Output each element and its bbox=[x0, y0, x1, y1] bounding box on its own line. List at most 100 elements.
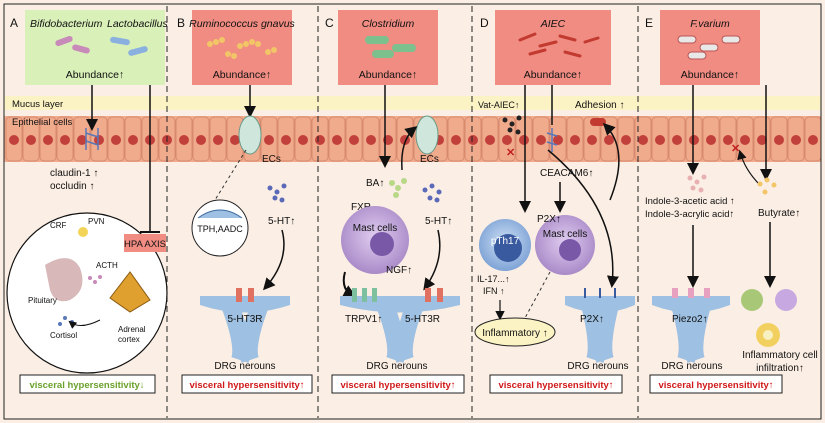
cell-nucleus bbox=[349, 135, 359, 145]
break-icon: ✕ bbox=[506, 147, 515, 159]
outcome-label: visceral hypersensitivity↑ bbox=[189, 380, 304, 391]
trpv1-icon bbox=[352, 288, 377, 302]
inflammatory-bubble bbox=[474, 317, 556, 347]
drg-label: DRG nerouns bbox=[366, 361, 427, 372]
outcome-label: visceral hypersensitivity↑ bbox=[658, 380, 773, 391]
cell-nucleus bbox=[9, 135, 19, 145]
outcome-label: visceral hypersensitivity↑ bbox=[498, 380, 613, 391]
bacteria-name: AIEC bbox=[540, 18, 566, 30]
hpa-axis-box bbox=[124, 234, 166, 252]
pvn-label: PVN bbox=[88, 217, 105, 226]
ngf-label: NGF↑ bbox=[386, 265, 412, 276]
receptor-icon bbox=[425, 288, 443, 302]
cell-nucleus bbox=[298, 135, 308, 145]
mucus-label: Mucus layer bbox=[12, 99, 63, 110]
panel-letter: A bbox=[10, 16, 18, 30]
cell-nucleus bbox=[604, 135, 614, 145]
cell-nucleus bbox=[706, 135, 716, 145]
bacteria-name: F.varium bbox=[690, 18, 730, 30]
cortisol-label: Cortisol bbox=[50, 331, 77, 340]
pth17-label: pTh17 bbox=[491, 236, 520, 247]
receptor-label: 5-HT3R bbox=[227, 314, 262, 325]
ifn-label: IFN ↑ bbox=[483, 286, 505, 296]
cell-nucleus bbox=[26, 135, 36, 145]
cell-nucleus bbox=[128, 135, 138, 145]
outcome-box bbox=[19, 374, 156, 394]
occludin-label: occludin ↑ bbox=[50, 181, 94, 192]
brain-icon bbox=[45, 258, 83, 302]
serotonin-dots bbox=[267, 183, 287, 203]
epithelial-label: Epithelial cells bbox=[12, 117, 72, 128]
trpv-label: TRPV1↑ bbox=[345, 314, 382, 325]
adrenal-icon bbox=[109, 271, 151, 313]
abundance-label: Abundance↑ bbox=[524, 69, 582, 81]
infl-label-2: infiltration↑ bbox=[756, 363, 804, 374]
indole2-label: Indole-3-acrylic acid↑ bbox=[645, 209, 734, 220]
neuron-icon bbox=[652, 296, 730, 313]
piezo-label: Piezo2↑ bbox=[672, 314, 708, 325]
cell-nucleus bbox=[774, 135, 784, 145]
cell-nucleus bbox=[808, 135, 818, 145]
cell-nucleus bbox=[638, 135, 648, 145]
abundance-label: Abundance↑ bbox=[681, 69, 739, 81]
cell-nucleus bbox=[94, 135, 104, 145]
mucus-layer bbox=[4, 96, 821, 110]
ceacam-label: CEACAM6↑ bbox=[540, 168, 593, 179]
cell-nucleus bbox=[536, 135, 546, 145]
cell-nucleus bbox=[587, 135, 597, 145]
pituitary-label: Pituitary bbox=[28, 296, 57, 305]
bacteria-name: Clostridium bbox=[362, 18, 415, 30]
cell-nucleus bbox=[281, 135, 291, 145]
cell-nucleus bbox=[502, 135, 512, 145]
immune-cell-icon bbox=[741, 289, 763, 311]
p2x-mast-label: P2X↑ bbox=[537, 214, 561, 225]
ht-label: 5-HT↑ bbox=[425, 216, 452, 227]
p2x-icon bbox=[584, 288, 616, 298]
panel-letter: D bbox=[480, 16, 489, 30]
bacteria-name: Lactobacillus bbox=[107, 18, 168, 30]
epithelial-cells bbox=[5, 116, 822, 162]
pvn-icon bbox=[78, 227, 88, 237]
ht-label: 5-HT↑ bbox=[268, 216, 295, 227]
drg-label: DRG nerouns bbox=[661, 361, 722, 372]
mast-label: Mast cells bbox=[353, 223, 397, 234]
cell-nucleus bbox=[519, 135, 529, 145]
drg-label: DRG nerouns bbox=[214, 361, 275, 372]
inflammatory-label: Inflammatory ↑ bbox=[482, 328, 548, 339]
outcome-box bbox=[649, 374, 783, 394]
cell-nucleus bbox=[60, 135, 70, 145]
cell-nucleus bbox=[655, 135, 665, 145]
ec-cell-icon bbox=[238, 115, 262, 155]
bacteria-name: Ruminococcus gnavus bbox=[189, 18, 295, 30]
break-icon: ✕ bbox=[731, 143, 740, 155]
immune-cell-icon bbox=[775, 289, 797, 311]
cell-nucleus bbox=[213, 135, 223, 145]
infl-label-1: Inflammatory cell bbox=[742, 350, 818, 361]
ec-cell-icon bbox=[415, 115, 439, 155]
cell-nucleus bbox=[111, 135, 121, 145]
cell-nucleus bbox=[230, 135, 240, 145]
outcome-box bbox=[331, 374, 465, 394]
panel-letter: E bbox=[645, 16, 653, 30]
outcome-box bbox=[489, 374, 623, 394]
outcome-label: visceral hypersensitivity↑ bbox=[340, 380, 455, 391]
bacteria-name: Bifidobacterium bbox=[30, 18, 103, 30]
vat-dots bbox=[502, 115, 522, 135]
cell-nucleus bbox=[570, 135, 580, 145]
cell-nucleus bbox=[740, 135, 750, 145]
ba-label: BA↑ bbox=[366, 178, 384, 189]
butyrate-label: Butyrate↑ bbox=[758, 208, 800, 219]
cell-nucleus bbox=[757, 135, 767, 145]
p2x-label: P2X↑ bbox=[580, 314, 604, 325]
cell-nucleus bbox=[315, 135, 325, 145]
cell-nucleus bbox=[485, 135, 495, 145]
drg-label: DRG nerouns bbox=[567, 361, 628, 372]
ba-dots bbox=[389, 178, 407, 198]
il-label: IL-17...↑ bbox=[477, 274, 510, 284]
indole-dots bbox=[687, 174, 707, 193]
crf-label: CRF bbox=[50, 221, 67, 230]
fxr-label: FXR bbox=[351, 202, 371, 213]
indole1-label: Indole-3-acetic acid ↑ bbox=[645, 196, 735, 207]
ecs-label: ECs bbox=[262, 154, 281, 165]
